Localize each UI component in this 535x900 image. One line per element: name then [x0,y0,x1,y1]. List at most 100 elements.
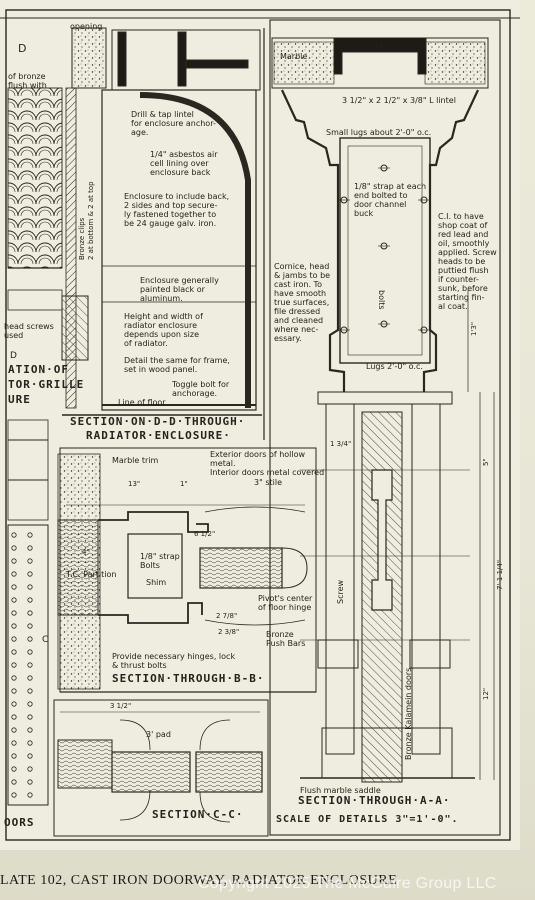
rivet-icon [11,766,17,772]
note-lintel: 3 1/2" x 2 1/2" x 3/8" L lintel [342,96,456,105]
note-shim: Shim [146,578,167,587]
section-dd-title: SECTION·ON·D-D·THROUGH· [70,415,246,428]
section-aa-title: SECTION·THROUGH·A-A· [298,794,451,807]
rivet-icon [11,597,17,603]
rivet-icon [11,558,17,564]
rivet-icon [27,636,33,642]
dim-6: 2 3/8" [218,628,240,636]
rivet-icon [27,792,33,798]
d-mark-2: D [10,351,17,361]
rivet-icon [27,610,33,616]
note-flush-saddle: Flush marble saddle [300,786,381,795]
dim-9: 3 1/2" [110,702,132,710]
dim-11: 2 7/8" [216,612,238,620]
note-height: Height and width of radiator enclosure d… [124,312,203,348]
section-cc [53,699,269,837]
rivet-icon [11,701,17,707]
rivet-icon [11,532,17,538]
note-interior-doors: Interior doors metal covered [210,468,325,477]
note-toggle: Toggle bolt for anchorage. [172,380,230,398]
rivet-icon [11,649,17,655]
watermark: Copyright 2025 The McGuire Group LLC [198,875,497,892]
dim-8: 13" [128,480,141,488]
d-mark: D [18,42,27,55]
rivet-icon [11,727,17,733]
note-strap: 1/8" strap at each end bolted to door ch… [354,182,427,218]
left-title-ure: URE [8,393,31,406]
note-lugs-bottom: Lugs 2'-0" o.c. [366,362,423,371]
note-lugs-top: Small lugs about 2'-0" o.c. [326,128,432,137]
note-ci: C.I. to have shop coat of red lead and o… [438,212,497,311]
rivet-icon [27,623,33,629]
section-aa [269,19,501,836]
note-screw: Screw [336,579,345,604]
scale-of-details: SCALE OF DETAILS 3"=1'-0". [276,814,459,825]
rivet-icon [11,662,17,668]
rivet-icon [11,675,17,681]
rivet-icon [11,753,17,759]
note-bolts: bolts [377,290,386,310]
section-bb [57,447,317,693]
note-enclosure: Enclosure to include back, 2 sides and t… [124,192,230,228]
plate-caption: LATE 102, CAST IRON DOORWAY, RADIATOR EN… [0,873,398,888]
note-kalamein: Bronze Kalamein doors [404,667,413,760]
rivet-icon [27,766,33,772]
rivet-icon [27,714,33,720]
dim-3: 7'-1 1/4" [496,559,504,590]
rivet-icon [27,558,33,564]
rivet-icon [11,545,17,551]
c-mark: C [42,635,49,645]
note-painted: Enclosure generally painted black or alu… [140,276,219,303]
rivet-icon [27,584,33,590]
note-marble-trim: Marble trim [112,456,159,465]
rivet-icon [27,701,33,707]
dim-5: 1 3/4" [330,440,352,448]
rivet-icon [27,649,33,655]
rivet-icon [11,714,17,720]
dim-10: 1" [180,480,188,488]
rivet-icon [27,545,33,551]
note-cornice: Cornice, head & jambs to be cast iron. T… [274,262,331,343]
rivet-icon [27,532,33,538]
note-strap-bolts: 1/8" strap Bolts [140,552,180,570]
note-stile: 3" stile [254,478,282,487]
note-drill: Drill & tap lintel for enclosure anchor-… [131,110,216,137]
rivet-icon [27,571,33,577]
rivet-icon [27,727,33,733]
left-title-ation: ATION·OF [8,363,69,376]
rivet-icon [27,675,33,681]
rivet-icon [27,662,33,668]
section-dd [61,27,265,440]
rivet-icon [27,740,33,746]
note-bronze-push: Bronze Push Bars [266,630,306,648]
left-title-grille: TOR·GRILLE [8,378,85,391]
left-title-doors: OORS [4,816,35,829]
rivet-icon [11,636,17,642]
section-cc-title: SECTION·C-C· [152,808,244,821]
note-marble: Marble [280,52,308,61]
note-opening: opening [70,22,103,31]
dim-marble: 10" [374,42,387,50]
rivet-icon [27,688,33,694]
rivet-icon [11,792,17,798]
section-bb-title: SECTION·THROUGH·B-B· [112,672,265,685]
note-asbestos: 1/4" asbestos air cell lining over enclo… [150,150,218,177]
dim-7: 4" [82,548,90,556]
rivet-icon [11,610,17,616]
rivet-icon [27,753,33,759]
rivet-icon [27,779,33,785]
rivet-icon [11,740,17,746]
note-exterior-doors: Exterior doors of hollow metal. [210,450,306,468]
note-bronze: of bronze flush with [8,72,47,90]
rivet-icon [11,571,17,577]
note-head-screws: head screws used [4,322,54,340]
note-pivot: Pivot's center of floor hinge [258,594,313,612]
rivet-icon [11,623,17,629]
rivet-icon [11,584,17,590]
dim-1: 1'3" [470,321,478,336]
rivet-icon [11,779,17,785]
section-dd-subtitle: RADIATOR·ENCLOSURE· [86,429,231,442]
grille-elevation [7,87,63,806]
